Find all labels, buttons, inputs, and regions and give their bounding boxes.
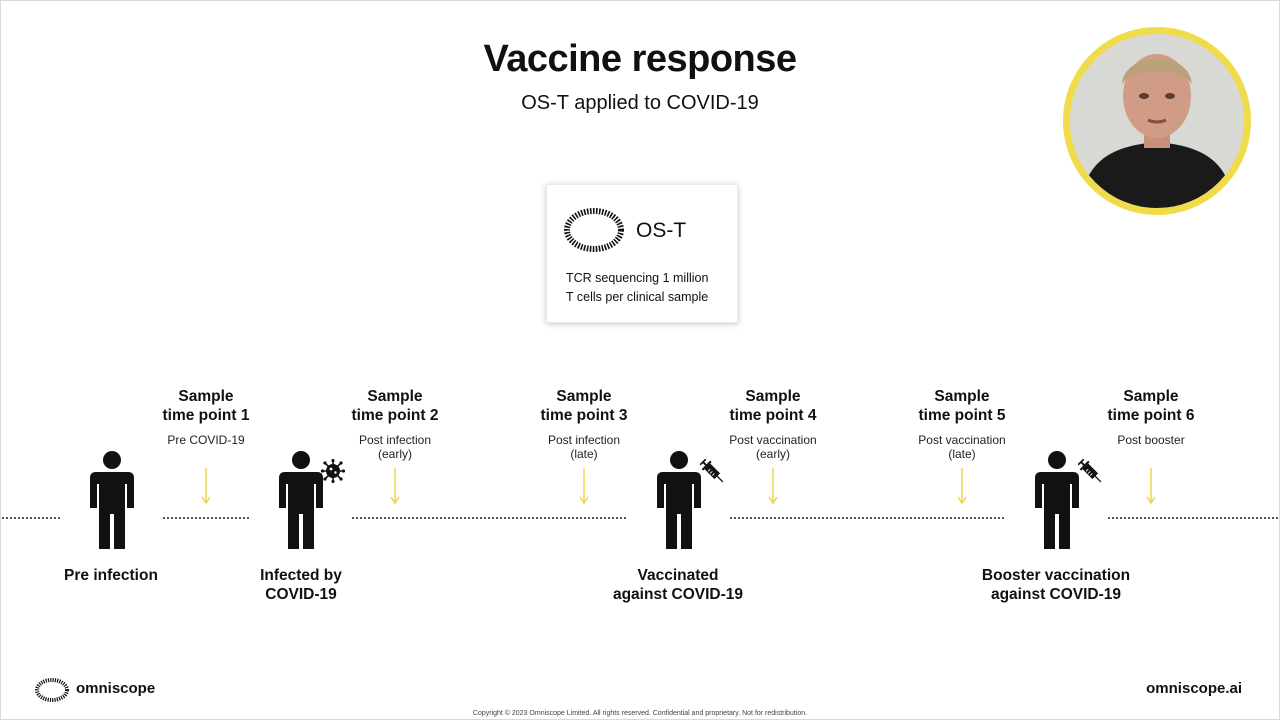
sample-heading-2: time point 1 (162, 407, 250, 424)
copyright-notice: Copyright © 2023 Omniscope Limited. All … (472, 710, 808, 717)
down-arrow-icon (579, 468, 589, 505)
os-t-logo-icon (564, 208, 624, 252)
event-label-2: against COVID-19 (612, 586, 744, 603)
sample-heading: Sample (178, 388, 234, 405)
syringe-icon (1078, 459, 1102, 483)
os-t-description: TCR sequencing 1 million T cells per cli… (566, 269, 736, 307)
event-vaccinated: Vaccinated against COVID-19 (588, 566, 768, 604)
person-icon (279, 451, 323, 549)
sample-heading-2: time point 2 (351, 407, 439, 424)
sample-subtitle: Pre COVID-19 (167, 433, 245, 447)
event-label: Vaccinated (637, 567, 719, 584)
os-t-desc-line-2: T cells per clinical sample (566, 290, 709, 304)
os-t-card: OS-T TCR sequencing 1 million T cells pe… (546, 184, 738, 323)
event-label: Booster vaccination (981, 567, 1131, 584)
omniscope-logo-icon (35, 678, 69, 702)
sample-time-point-6: Sample time point 6 Post booster (1076, 387, 1226, 447)
down-arrow-icon (201, 468, 211, 505)
timeline-segment (163, 517, 249, 519)
sample-time-point-2: Sample time point 2 Post infection (earl… (320, 387, 470, 461)
sample-time-point-4: Sample time point 4 Post vaccination (ea… (698, 387, 848, 461)
sample-subtitle: Post booster (1117, 433, 1185, 447)
sample-heading-2: time point 5 (918, 407, 1006, 424)
event-label-2: COVID-19 (265, 586, 337, 603)
slide-subtitle: OS-T applied to COVID-19 (521, 92, 759, 114)
sample-subtitle-2: (early) (377, 447, 412, 461)
brand-name: omniscope (76, 680, 156, 697)
down-arrow-icon (768, 468, 778, 505)
sample-subtitle: Post vaccination (918, 433, 1006, 447)
event-label: Pre infection (64, 567, 158, 584)
sample-heading-2: time point 3 (540, 407, 628, 424)
timeline-segment (1108, 517, 1278, 519)
os-t-desc-line-1: TCR sequencing 1 million (566, 271, 709, 285)
down-arrow-icon (390, 468, 400, 505)
sample-heading-2: time point 4 (729, 407, 817, 424)
sample-time-point-1: Sample time point 1 Pre COVID-19 (131, 387, 281, 447)
sample-subtitle: Post vaccination (729, 433, 817, 447)
sample-heading: Sample (934, 388, 990, 405)
sample-heading: Sample (556, 388, 612, 405)
sample-heading: Sample (367, 388, 423, 405)
sample-subtitle-2: (late) (948, 447, 976, 461)
syringe-icon (700, 459, 724, 483)
sample-subtitle: Post infection (547, 433, 621, 447)
sample-subtitle-2: (late) (570, 447, 598, 461)
sample-subtitle-2: (early) (755, 447, 790, 461)
event-label-2: against COVID-19 (990, 586, 1122, 603)
sample-time-point-3: Sample time point 3 Post infection (late… (509, 387, 659, 461)
sample-heading: Sample (745, 388, 801, 405)
sample-heading: Sample (1123, 388, 1179, 405)
sample-subtitle: Post infection (358, 433, 432, 447)
person-icon (1035, 451, 1079, 549)
person-icon (90, 451, 134, 549)
down-arrow-icon (1146, 468, 1156, 505)
sample-time-point-5: Sample time point 5 Post vaccination (la… (887, 387, 1037, 461)
virus-icon (321, 459, 345, 483)
brand-url: omniscope.ai (1146, 680, 1242, 697)
down-arrow-icon (957, 468, 967, 505)
person-icon (657, 451, 701, 549)
event-infected: Infected by COVID-19 (211, 566, 391, 604)
event-pre-infection: Pre infection (21, 566, 201, 585)
presenter-webcam (1063, 27, 1251, 215)
timeline-segment (2, 517, 60, 519)
presenter-video (1070, 34, 1244, 208)
event-label: Infected by (260, 567, 342, 584)
timeline-segment (730, 517, 1004, 519)
sample-heading-2: time point 6 (1107, 407, 1195, 424)
timeline-segment (352, 517, 626, 519)
os-t-name: OS-T (636, 219, 687, 242)
slide-title: Vaccine response (483, 38, 797, 80)
presenter-silhouette (1070, 34, 1244, 208)
event-booster: Booster vaccination against COVID-19 (966, 566, 1146, 604)
